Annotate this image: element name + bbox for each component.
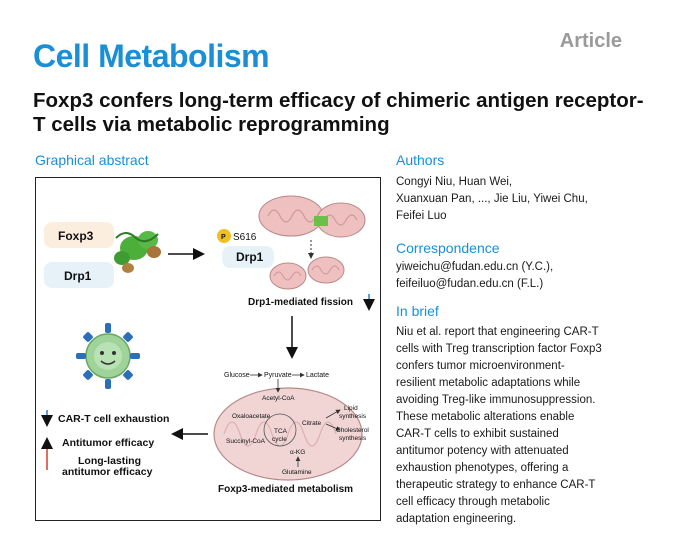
mitochondria-fused-icon	[258, 195, 366, 238]
correspondence-block: yiweichu@fudan.edu.cn (Y.C.), feifeiluo@…	[396, 259, 656, 293]
article-type: Article	[559, 30, 622, 52]
in-brief-line: adaptation engineering.	[396, 513, 517, 525]
in-brief-line: These metabolic alterations enable	[396, 411, 575, 423]
in-brief-line: cells with Treg transcription factor Fox…	[396, 343, 602, 355]
cholesterol-arrow	[325, 423, 341, 431]
in-brief-line: resilient metabolic adaptations while	[396, 377, 581, 389]
in-brief-block: Niu et al. report that engineering CAR-T…	[396, 324, 656, 528]
exhaustion-label: CAR-T cell exhaustion	[58, 413, 169, 425]
graphical-abstract-figure: Foxp3 Drp1 P S616 Drp1	[35, 177, 381, 521]
graphical-abstract-svg: Foxp3 Drp1 P S616 Drp1	[41, 195, 375, 495]
drp1-label-right: Drp1	[236, 250, 264, 264]
pyruvate-label: Pyruvate	[264, 372, 292, 379]
fission-label: Drp1-mediated fission	[248, 297, 353, 308]
succinyl-coa-label: Succinyl-CoA	[226, 438, 266, 445]
in-brief-line: Niu et al. report that engineering CAR-T	[396, 326, 599, 338]
mitochondria-fragmented-icon	[269, 256, 345, 290]
in-brief-heading: In brief	[396, 303, 439, 319]
glutamine-label: Glutamine	[282, 469, 312, 476]
authors-line-1: Congyi Niu, Huan Wei,	[396, 176, 513, 188]
journal-title: Cell Metabolism	[33, 38, 270, 74]
authors-line-2: Xuanxuan Pan, ..., Jie Liu, Yiwei Chu,	[396, 193, 588, 205]
lipid-synthesis-label: synthesis	[339, 413, 367, 420]
in-brief-line: exhaustion phenotypes, offering a	[396, 462, 569, 474]
in-brief-line: antitumor potency with attenuated	[396, 445, 569, 457]
in-brief-line: CAR-T cells to exhibit sustained	[396, 428, 559, 440]
drp1-panel-right	[222, 246, 274, 268]
citrate-label: Citrate	[302, 420, 322, 427]
lipid-arrow	[325, 409, 341, 419]
drp1-panel-left	[44, 262, 114, 288]
in-brief-line: cell efficacy through metabolic	[396, 496, 550, 508]
graphical-abstract-heading: Graphical abstract	[35, 152, 149, 168]
in-brief-line: avoiding Treg-like immunosuppression.	[396, 394, 596, 406]
authors-line-3: Feifei Luo	[396, 210, 447, 222]
phospho-p: P	[221, 234, 226, 241]
protein-structure-icon	[114, 231, 161, 273]
in-brief-line: confers tumor microenvironment-	[396, 360, 565, 372]
metabolism-label: Foxp3-mediated metabolism	[218, 484, 353, 495]
authors-block: Congyi Niu, Huan Wei, Xuanxuan Pan, ...,…	[396, 174, 656, 225]
drp1-label-left: Drp1	[64, 269, 92, 283]
phospho-badge	[217, 229, 231, 243]
tca-cycle-ring	[263, 413, 297, 447]
akg-label: α-KG	[290, 449, 305, 456]
long-lasting-label-1: Long-lasting	[78, 455, 141, 467]
cholesterol-synthesis-label: synthesis	[339, 435, 367, 442]
correspondence-line-2[interactable]: feifeiluo@fudan.edu.cn (F.L.)	[396, 278, 544, 290]
lactate-label: Lactate	[306, 372, 329, 379]
correspondence-heading: Correspondence	[396, 240, 500, 256]
tca-label: TCA	[274, 428, 288, 435]
oxaloacetate-label: Oxaloacetate	[232, 413, 271, 420]
in-brief-line: therapeutic strategy to enhance CAR-T	[396, 479, 596, 491]
s616-label: S616	[233, 232, 257, 243]
correspondence-line-1[interactable]: yiweichu@fudan.edu.cn (Y.C.),	[396, 261, 554, 273]
glucose-label: Glucose	[224, 372, 250, 379]
lipid-label: Lipid	[344, 405, 358, 412]
foxp3-panel	[44, 222, 114, 248]
car-t-cell-icon	[76, 323, 140, 389]
cholesterol-label: Cholesterol	[336, 427, 369, 434]
cycle-label: cycle	[272, 436, 287, 443]
foxp3-label: Foxp3	[58, 229, 94, 243]
article-title: Foxp3 confers long-term efficacy of chim…	[33, 89, 644, 136]
acetyl-coa-label: Acetyl-CoA	[262, 395, 295, 402]
antitumor-label: Antitumor efficacy	[62, 437, 154, 449]
long-lasting-label-2: antitumor efficacy	[62, 466, 153, 478]
authors-heading: Authors	[396, 152, 445, 168]
